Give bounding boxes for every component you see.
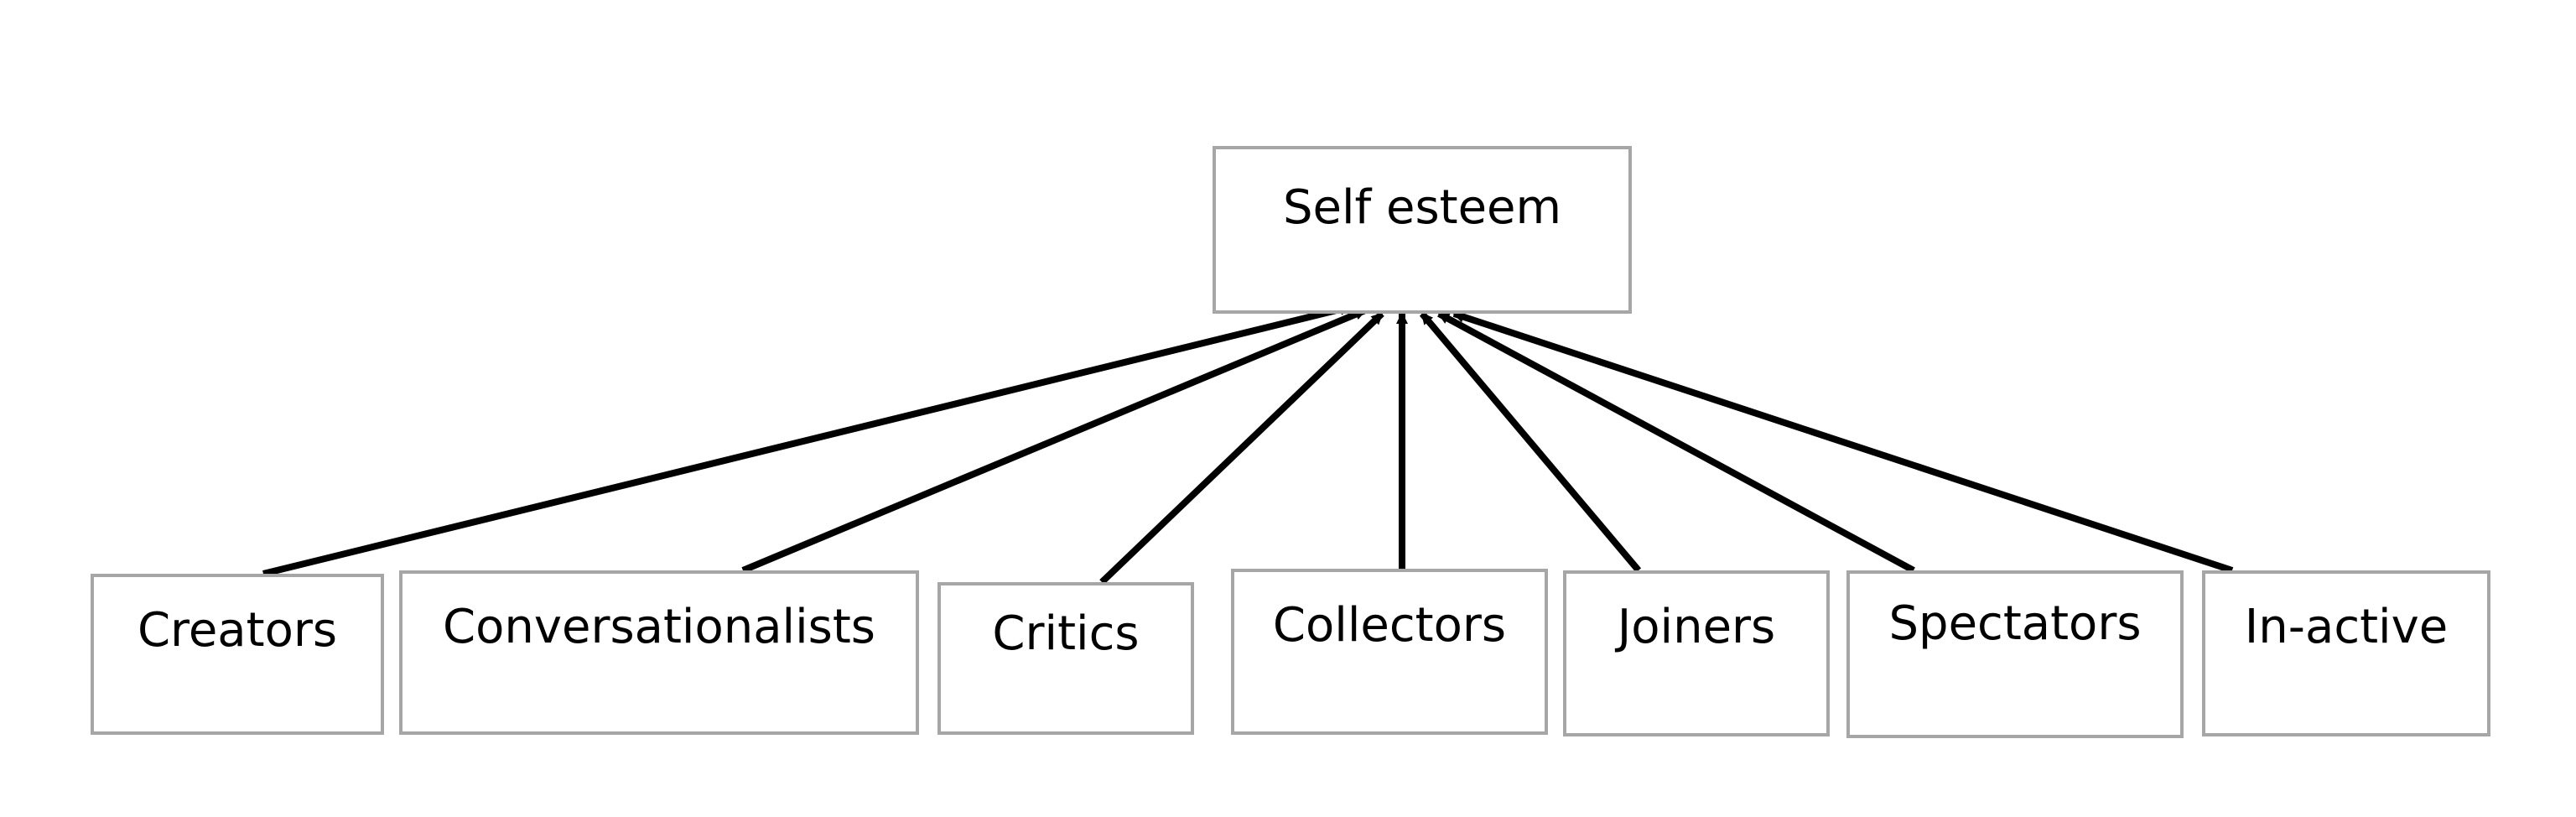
arrow-creators-to-self-esteem bbox=[262, 304, 1352, 577]
collectors-box: Collectors bbox=[1231, 569, 1548, 735]
spectators-box: Spectators bbox=[1846, 570, 2184, 738]
inactive-label: In-active bbox=[2244, 600, 2449, 654]
joiners-label: Joiners bbox=[1617, 600, 1776, 654]
arrow-inactive-to-self-esteem bbox=[1452, 310, 2234, 574]
joiners-box: Joiners bbox=[1563, 570, 1830, 736]
arrow-joiners-to-self-esteem bbox=[1419, 311, 1642, 573]
arrow-critics-to-self-esteem bbox=[1099, 311, 1384, 585]
creators-box: Creators bbox=[91, 574, 384, 735]
critics-label: Critics bbox=[992, 606, 1140, 661]
arrow-spectators-to-self-esteem bbox=[1437, 310, 1915, 574]
inactive-box: In-active bbox=[2202, 570, 2490, 736]
self-esteem-box: Self esteem bbox=[1213, 146, 1632, 314]
critics-box: Critics bbox=[937, 582, 1194, 735]
arrow-conversationalists-to-self-esteem bbox=[741, 307, 1367, 574]
self-esteem-label: Self esteem bbox=[1282, 180, 1562, 235]
spectators-label: Spectators bbox=[1888, 596, 2142, 651]
conversationalists-box: Conversationalists bbox=[399, 570, 919, 735]
conversationalists-label: Conversationalists bbox=[443, 600, 875, 654]
collectors-label: Collectors bbox=[1272, 598, 1507, 653]
creators-label: Creators bbox=[137, 603, 338, 658]
